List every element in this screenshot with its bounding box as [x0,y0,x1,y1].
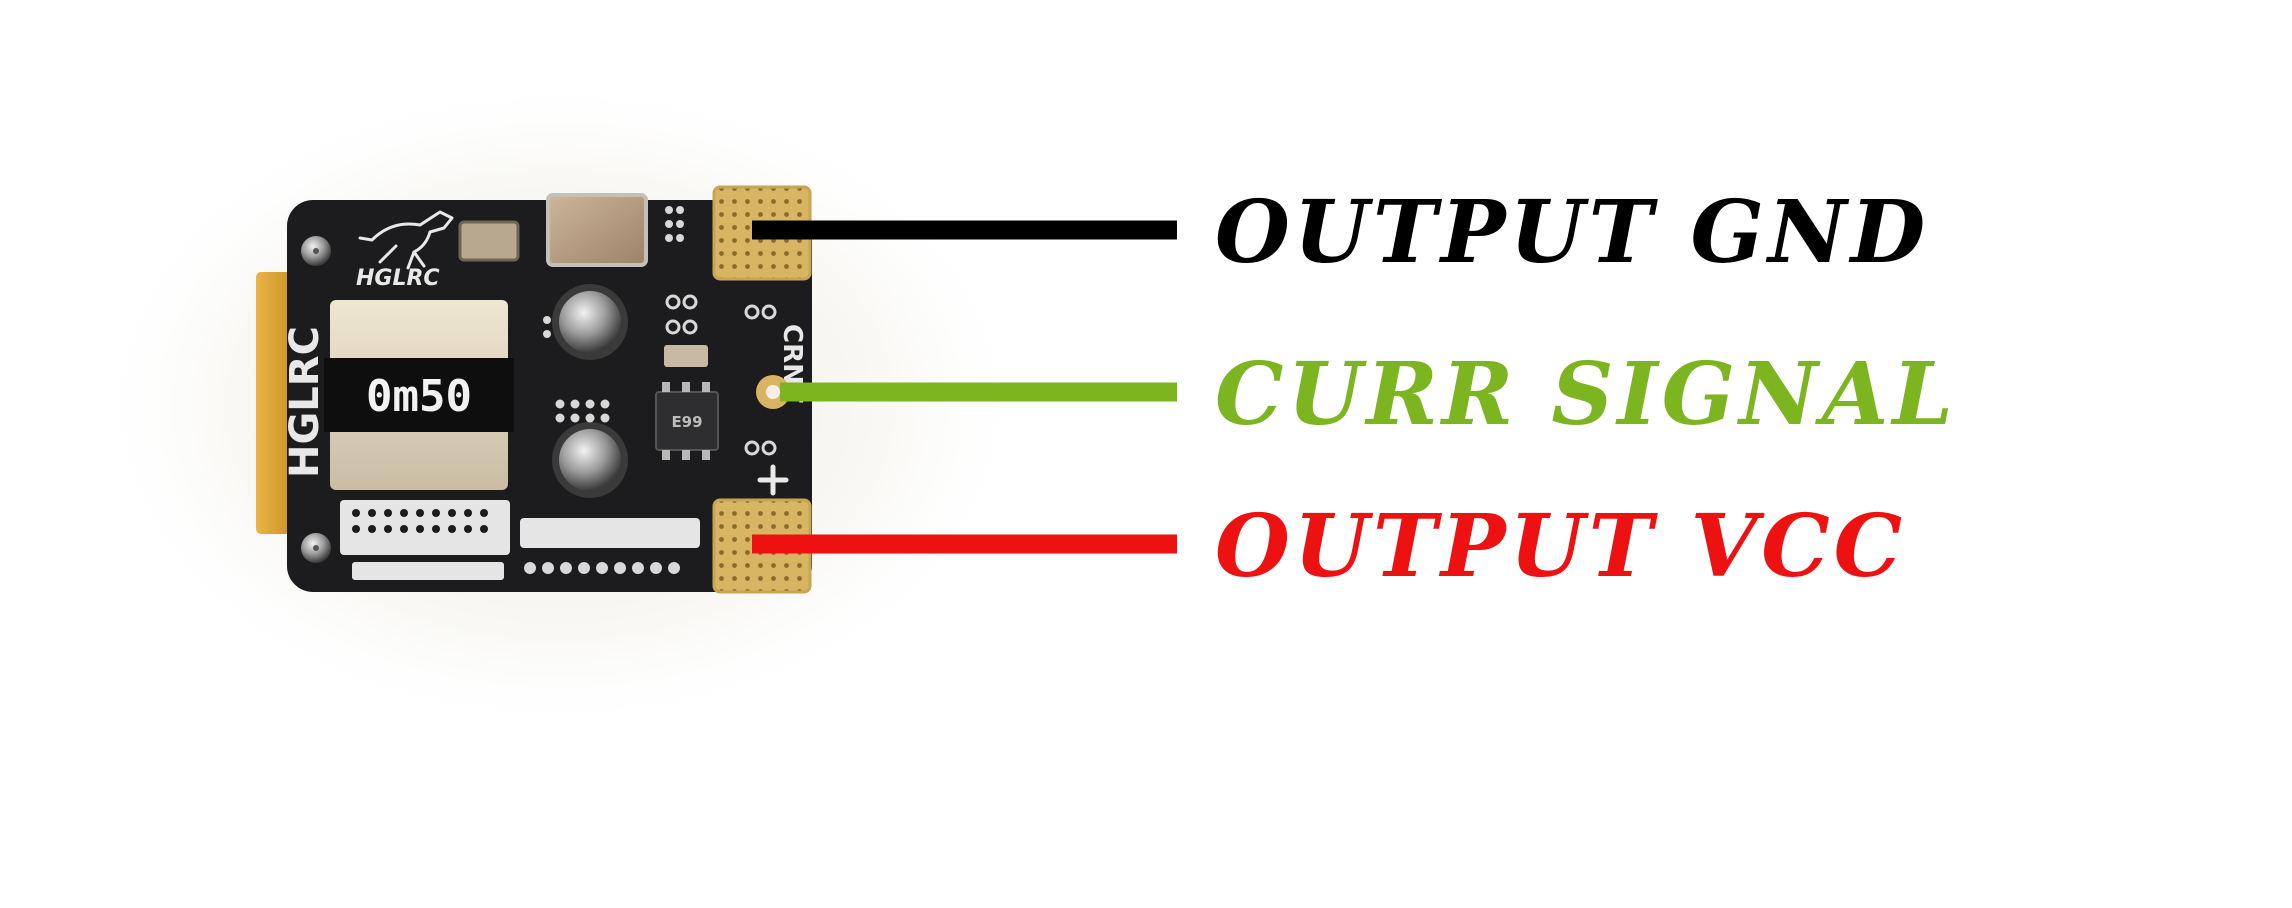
side-connector [256,272,296,534]
resistor-band [324,358,514,432]
via-group [543,316,610,423]
brand-logo-text: HGLRC [356,266,440,291]
smd-capacitor-small [458,220,520,262]
smd-capacitor-large [546,193,648,267]
plus-sign-icon [757,464,789,496]
smd-resistor [664,345,708,367]
silkscreen-bar [520,518,700,548]
silkscreen-bar [352,562,504,580]
pcb-board [287,200,812,592]
screw-icon [301,236,331,266]
screw-icon [301,533,331,563]
output-gnd-label: OUTPUT GND [1215,182,1929,283]
dinosaur-logo-icon [358,210,454,270]
board-side-label: HGLRC [282,326,328,478]
via-group [665,206,684,242]
metal-dome-icon [552,284,628,360]
via-group [524,562,680,574]
curr-signal-label: CURR SIGNAL [1215,344,1957,445]
resistor-label: 0m50 [366,371,472,422]
ic-pins [662,382,710,460]
via-group [665,294,777,456]
output-vcc-label: OUTPUT VCC [1215,496,1906,597]
chip-label: E99 [671,413,702,431]
via-group [352,509,488,533]
metal-dome-icon [552,422,628,498]
